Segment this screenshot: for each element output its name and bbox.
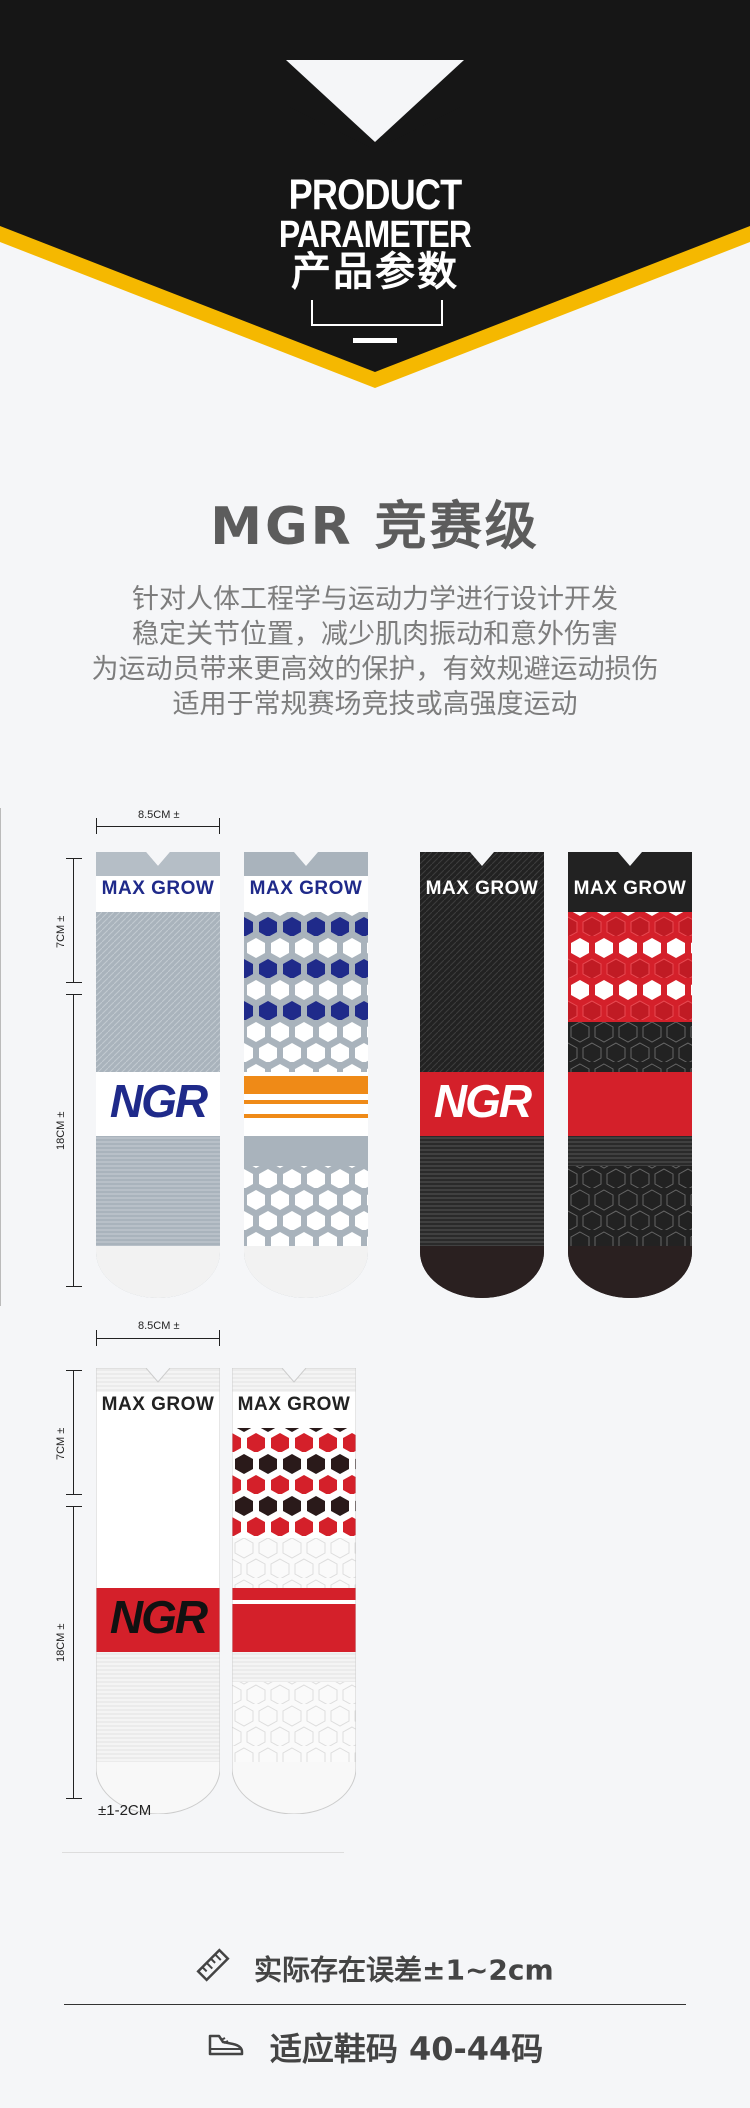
cuff-label: 7CM ±: [55, 915, 67, 948]
cuff-tick: [66, 1370, 82, 1371]
description-line: 针对人体工程学与运动力学进行设计开发: [132, 584, 618, 615]
left-edge-line: [0, 808, 1, 1306]
product-title: MGR 竞赛级: [210, 497, 540, 557]
header-title-line2: PARAMETER: [278, 214, 472, 256]
width-tick: [219, 1330, 220, 1346]
cuff-tick: [66, 1494, 82, 1495]
sock-logo: NGR: [109, 1591, 208, 1643]
sock-brand-label: MAX GROW: [237, 1394, 351, 1415]
width-tick: [219, 818, 220, 834]
product-description: 针对人体工程学与运动力学进行设计开发 稳定关节位置，减少肌肉振动和意外伤害 为运…: [0, 582, 750, 722]
leg-tick: [66, 1286, 82, 1287]
sock-black-red-hex-back: MAX GROW: [568, 852, 692, 1302]
description-line: 适用于常规赛场竞技或高强度运动: [172, 689, 578, 720]
sock-brand-label: MAX GROW: [425, 878, 539, 899]
sock-white-red-hex-back: MAX GROW: [231, 1367, 357, 1818]
width-label: 8.5CM ±: [138, 1320, 180, 1332]
width-line: [96, 826, 220, 827]
sock-logo: NGR: [109, 1075, 208, 1127]
description-line: 稳定关节位置，减少肌肉振动和意外伤害: [132, 619, 618, 650]
sock-white-red-front: MAX GROW NGR: [95, 1367, 221, 1818]
width-label: 8.5CM ±: [138, 809, 180, 821]
leg-line: [73, 994, 74, 1286]
leg-tick: [66, 1798, 82, 1799]
leg-label: 18CM ±: [55, 1111, 67, 1150]
header-bracket: [311, 300, 443, 326]
cuff-tick: [66, 858, 82, 859]
header-banner: PRODUCT PARAMETER 产品参数: [0, 0, 750, 400]
cuff-tick: [66, 982, 82, 983]
size-note: 适应鞋码 40-44码: [0, 2024, 750, 2070]
sock-brand-label: MAX GROW: [249, 878, 363, 899]
leg-line: [73, 1506, 74, 1798]
error-note-text: 实际存在误差±1~2cm: [254, 1953, 554, 1987]
size-note-text: 适应鞋码 40-44码: [269, 2030, 544, 2068]
sock-brand-label: MAX GROW: [101, 1394, 215, 1415]
sock-black-red-front: MAX GROW NGR: [420, 852, 544, 1302]
width-tick: [96, 818, 97, 834]
divider-short: [62, 1852, 344, 1853]
leg-label: 18CM ±: [55, 1623, 67, 1662]
sock-grey-hex-back: MAX GROW: [244, 852, 368, 1302]
error-note: 实际存在误差±1~2cm: [0, 1948, 750, 1989]
sock-brand-label: MAX GROW: [101, 878, 215, 899]
sock-brand-label: MAX GROW: [573, 878, 687, 899]
divider-long: [64, 2004, 686, 2005]
cuff-label: 7CM ±: [55, 1427, 67, 1460]
header-title-line3: 产品参数: [291, 250, 459, 294]
description-line: 为运动员带来更高效的保护，有效规避运动损伤: [91, 654, 659, 685]
sock-logo: NGR: [433, 1075, 532, 1127]
width-tick: [96, 1330, 97, 1346]
cuff-line: [73, 1370, 74, 1494]
header-title-line1: PRODUCT: [288, 171, 463, 219]
header-shape: [0, 0, 750, 388]
cuff-line: [73, 858, 74, 982]
leg-tick: [66, 994, 82, 995]
shoe-icon: [207, 2028, 245, 2066]
header-dash: [353, 338, 397, 343]
ruler-icon: [196, 1948, 230, 1989]
width-line: [96, 1338, 220, 1339]
leg-tick: [66, 1506, 82, 1507]
tolerance-label: ±1-2CM: [98, 1802, 152, 1819]
sock-grey-navy-front: MAX GROW NGR: [96, 852, 220, 1302]
